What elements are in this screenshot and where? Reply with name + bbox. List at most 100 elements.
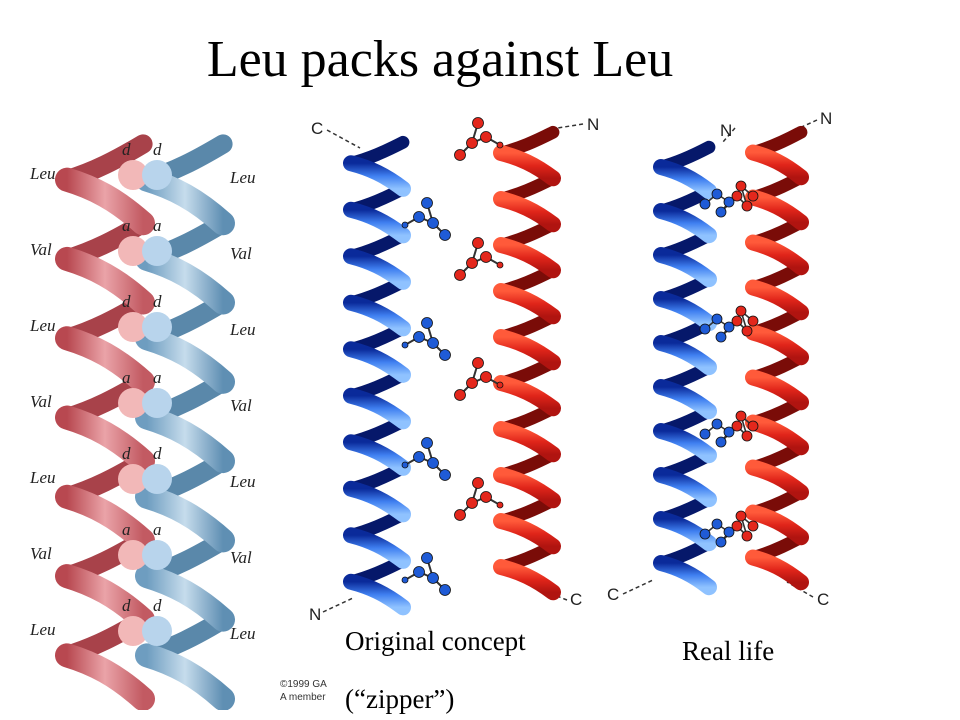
- red-sidechain: [454, 237, 504, 281]
- caption-zipper: (“zipper”): [345, 684, 455, 714]
- blue-helix-front-segment: [653, 555, 717, 596]
- red-helix-front-segment: [493, 559, 561, 601]
- red-helix-front-segment: [493, 145, 561, 187]
- left-heptad-bead: [118, 540, 148, 570]
- red-helix-front-segment: [493, 421, 561, 463]
- heptad-position-label: d: [122, 140, 131, 159]
- heptad-position-label: d: [153, 292, 162, 311]
- copyright-line: ©1999 GA: [280, 679, 327, 690]
- left-heptad-bead: [118, 464, 148, 494]
- right-helix-front-segment: [135, 643, 235, 710]
- red-helix-front-segment: [493, 283, 561, 325]
- blue-helix-front-segment: [653, 291, 717, 332]
- right-residue-label: Val: [230, 396, 252, 415]
- right-residue-label: Val: [230, 244, 252, 263]
- right-heptad-bead: [142, 160, 172, 190]
- red-helix-front-segment: [745, 369, 809, 411]
- blue-helix-front-segment: [343, 294, 411, 337]
- right-residue-label: Val: [230, 548, 252, 567]
- heptad-position-label: a: [153, 368, 162, 387]
- terminus-label: C: [817, 590, 829, 609]
- red-helix-front-segment: [745, 279, 809, 321]
- heptad-position-label: a: [122, 520, 131, 539]
- left-residue-label: Leu: [29, 620, 56, 639]
- left-residue-label: Val: [30, 240, 52, 259]
- terminus-tail: [326, 129, 361, 149]
- right-heptad-bead: [142, 312, 172, 342]
- left-helix-front-segment: [55, 405, 155, 474]
- red-sidechain: [454, 117, 504, 161]
- red-helix-front-segment: [745, 504, 809, 546]
- red-helix-front-segment: [493, 191, 561, 233]
- left-residue-label: Leu: [29, 468, 56, 487]
- red-helix-front-segment: [745, 144, 809, 186]
- blue-helix-front-segment: [653, 159, 717, 200]
- blue-sidechain: [401, 437, 451, 481]
- right-heptad-bead: [142, 236, 172, 266]
- original-concept-helices: C N N C: [309, 115, 599, 624]
- red-helix-front-segment: [745, 414, 809, 456]
- red-helix-front-segment: [493, 237, 561, 279]
- red-helix-front-segment: [493, 375, 561, 417]
- heptad-position-label: a: [153, 520, 162, 539]
- left-residue-label: Val: [30, 392, 52, 411]
- left-helix-front-segment: [55, 643, 155, 710]
- left-heptad-bead: [118, 312, 148, 342]
- heptad-position-label: d: [122, 292, 131, 311]
- blue-helix-front-segment: [343, 573, 411, 616]
- left-helix-front-segment: [55, 326, 155, 394]
- red-helix-front-segment: [745, 234, 809, 276]
- blue-helix-front-segment: [343, 201, 411, 244]
- red-helix-front-segment: [745, 189, 809, 231]
- right-heptad-bead: [142, 540, 172, 570]
- packing-cluster: [699, 510, 759, 548]
- left-residue-label: Val: [30, 544, 52, 563]
- terminus-label: C: [607, 585, 619, 604]
- left-heptad-bead: [118, 236, 148, 266]
- blue-helix-front-segment: [343, 155, 411, 197]
- heptad-position-label: d: [153, 596, 162, 615]
- blue-helix-front-segment: [343, 480, 411, 523]
- red-helix-front-segment: [745, 549, 809, 591]
- blue-helix-front-segment: [343, 341, 411, 383]
- blue-sidechain: [401, 552, 451, 596]
- left-residue-label: Leu: [29, 316, 56, 335]
- slide-title: Leu packs against Leu: [206, 31, 674, 88]
- left-heptad-bead: [118, 160, 148, 190]
- caption-original-concept: Original concept: [345, 626, 526, 656]
- red-helix-front-segment: [493, 329, 561, 371]
- left-helix-front-segment: [55, 167, 155, 236]
- terminus-tail: [722, 127, 736, 143]
- left-heptad-bead: [118, 388, 148, 418]
- blue-helix-front-segment: [343, 434, 411, 476]
- blue-helix-front-segment: [653, 335, 717, 376]
- terminus-label: N: [820, 109, 832, 128]
- terminus-label: N: [720, 121, 732, 140]
- caption-real-life: Real life: [682, 636, 775, 666]
- heptad-position-label: d: [153, 444, 162, 463]
- packing-cluster: [699, 305, 759, 343]
- terminus-label: C: [311, 119, 323, 138]
- right-residue-label: Leu: [229, 320, 256, 339]
- left-residue-label: Leu: [29, 164, 56, 183]
- left-helix-front-segment: [55, 564, 155, 632]
- blue-helix-front-segment: [653, 379, 717, 420]
- left-helix-front-segment: [55, 484, 155, 553]
- right-heptad-bead: [142, 616, 172, 646]
- right-helix-front-segment: [135, 484, 235, 553]
- blue-helix-front-segment: [343, 527, 411, 569]
- right-helix-front-segment: [135, 564, 235, 632]
- packing-cluster: [699, 410, 759, 448]
- blue-helix-front-segment: [653, 203, 717, 244]
- terminus-label: N: [587, 115, 599, 134]
- blue-helix-front-segment: [653, 467, 717, 508]
- blue-helix-front-segment: [653, 511, 717, 552]
- terminus-tail: [322, 597, 354, 613]
- heptad-position-label: a: [122, 216, 131, 235]
- real-life-helices: N N C C: [607, 109, 832, 609]
- red-sidechain: [454, 477, 504, 521]
- red-helix-front-segment: [493, 467, 561, 509]
- heptad-position-label: d: [122, 444, 131, 463]
- terminus-label: N: [309, 605, 321, 624]
- terminus-label: C: [570, 590, 582, 609]
